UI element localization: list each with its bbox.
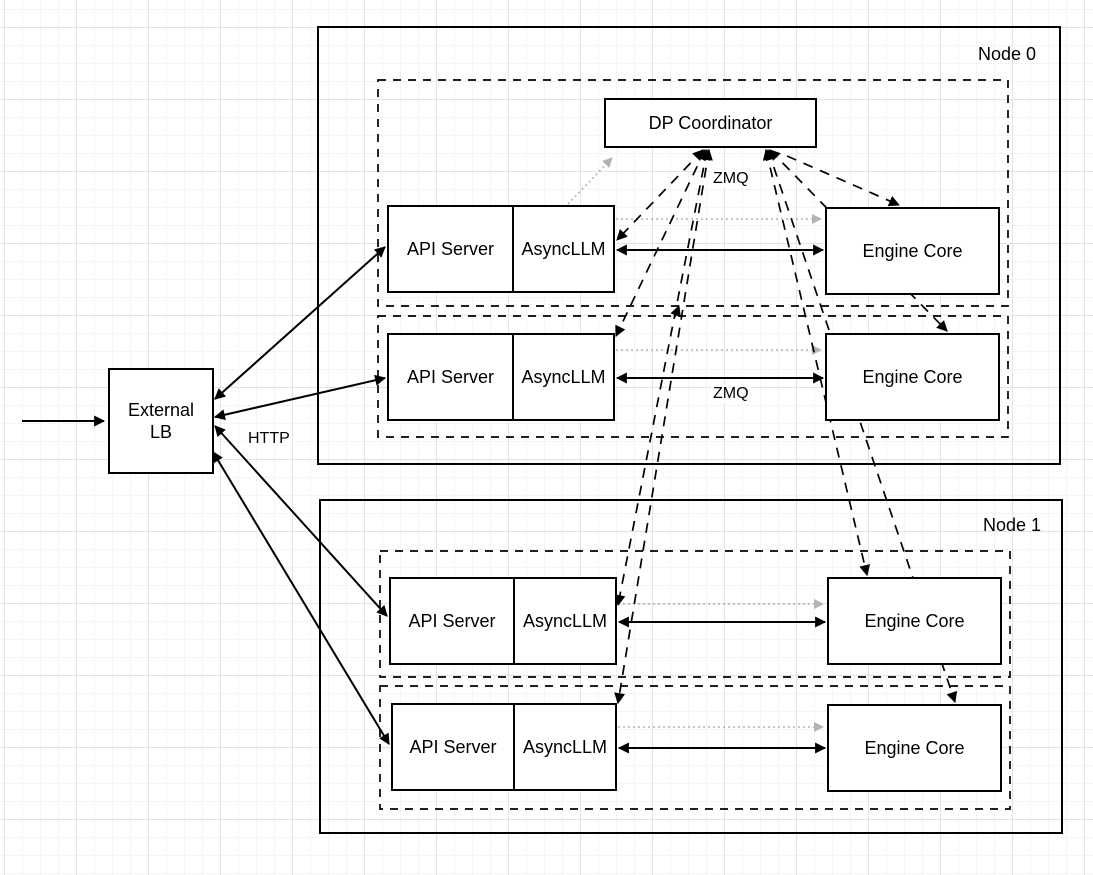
asyncllm-box: AsyncLLM — [512, 207, 613, 291]
lb-to-api-row2 — [214, 425, 388, 617]
node0-title: Node 0 — [978, 44, 1037, 64]
solid-link-group — [22, 244, 827, 754]
api-asyncllm-box-row0: API Server AsyncLLM — [387, 205, 615, 293]
api-server-box: API Server — [409, 736, 497, 757]
asyncllm-box: AsyncLLM — [512, 335, 613, 419]
engine-core-box-row1: Engine Core — [825, 333, 1000, 421]
zmq-label-coordinator: ZMQ — [711, 170, 751, 188]
http-label: HTTP — [246, 430, 292, 448]
dashed-mid-arrowhead — [670, 304, 681, 318]
dashed-coordinator-engine-row3 — [765, 148, 958, 704]
lb-to-api-row1 — [213, 374, 387, 421]
dashed-coordinator-asyncllm-row0 — [616, 149, 704, 241]
zmq-label-engine: ZMQ — [711, 385, 751, 403]
asyncllm-box: AsyncLLM — [513, 579, 615, 663]
api-server-box: API Server — [408, 610, 496, 631]
dp-coordinator-box: DP Coordinator — [604, 98, 817, 148]
dotted-asyncllm-to-coordinator — [567, 157, 613, 205]
engine-core-box-row3: Engine Core — [827, 704, 1002, 792]
external-lb-label: External LB — [127, 399, 195, 443]
external-lb-box: External LB — [108, 368, 214, 474]
api-asyncllm-box-row3: API Server AsyncLLM — [391, 703, 617, 791]
asyncllm-box: AsyncLLM — [513, 705, 615, 789]
engine-core-box-row0: Engine Core — [825, 207, 1000, 295]
api-asyncllm-box-row1: API Server AsyncLLM — [387, 333, 615, 421]
dashed-coordinator-asyncllm-row1 — [615, 149, 706, 337]
node1-title: Node 1 — [983, 515, 1042, 535]
dp-coordinator-label: DP Coordinator — [648, 112, 773, 133]
api-server-box: API Server — [406, 238, 495, 259]
engine-core-box-row2: Engine Core — [827, 577, 1002, 665]
api-server-box: API Server — [406, 366, 495, 387]
dashed-coordinator-asyncllm-row3 — [614, 148, 713, 705]
lb-to-api-row3 — [212, 451, 390, 745]
dashed-coordinator-engine-row0 — [786, 155, 901, 207]
lb-to-api-row0 — [214, 246, 386, 400]
api-asyncllm-box-row2: API Server AsyncLLM — [389, 577, 617, 665]
